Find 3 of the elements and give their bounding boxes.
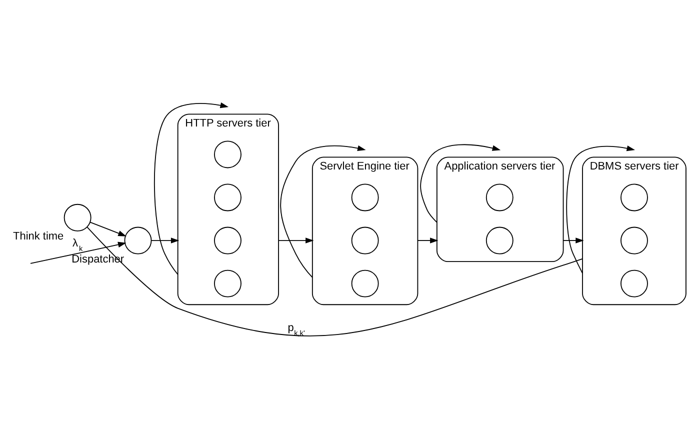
edge-label: p$_{k,k'}$ bbox=[288, 321, 305, 337]
edge-label: λ$_{k}$ bbox=[72, 237, 83, 253]
node-label: Think time bbox=[13, 230, 64, 242]
